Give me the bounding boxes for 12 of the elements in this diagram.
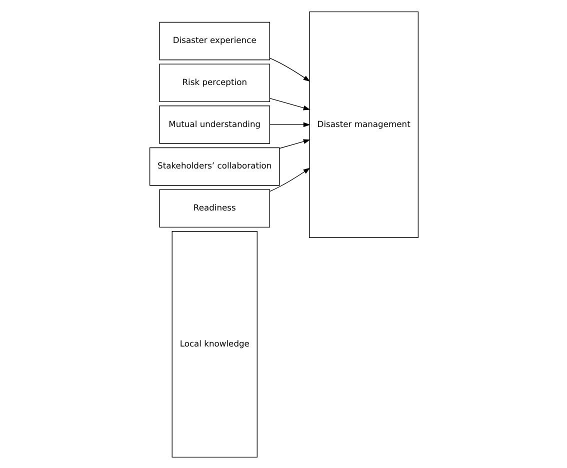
node-box: Disaster experience	[158, 21, 270, 60]
arrow	[268, 97, 310, 110]
node-box: Mutual understanding	[158, 105, 270, 144]
arrow	[268, 167, 310, 192]
node-box: Readiness	[158, 188, 270, 228]
node-box: Local knowledge	[171, 230, 258, 458]
node-box: Stakeholders’ collaboration	[148, 146, 280, 186]
node-box: Disaster management	[308, 10, 418, 238]
arrow	[268, 57, 310, 82]
arrow	[268, 122, 310, 127]
node-box: Risk perception	[158, 63, 270, 102]
arrow	[278, 138, 310, 148]
